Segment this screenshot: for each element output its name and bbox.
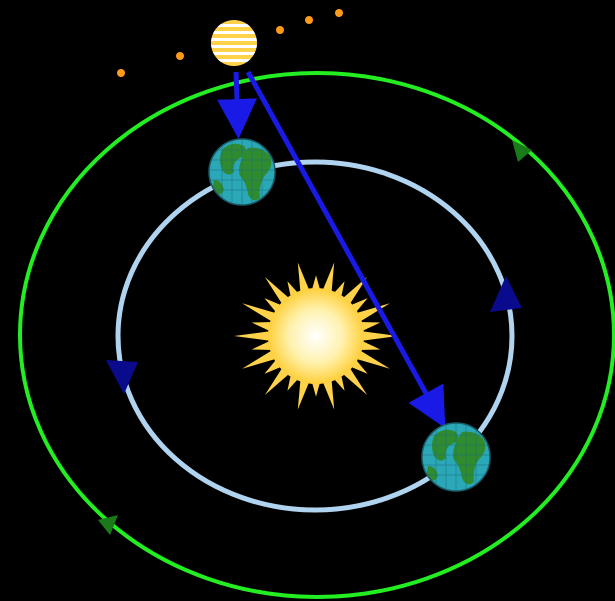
inner-orbit-arrow-left: [106, 360, 138, 394]
sight-line-short: [236, 72, 238, 124]
earth-icon: [209, 139, 275, 205]
trail-dot: [176, 52, 184, 60]
earth-icon: [422, 423, 490, 491]
inner-orbit-arrow-right: [490, 276, 522, 312]
trail-dot: [305, 16, 313, 24]
trail-dot: [335, 9, 343, 17]
planet-icon: [205, 20, 265, 66]
trail-dot: [276, 26, 284, 34]
sun-icon: [234, 263, 398, 410]
trail-dot: [117, 69, 125, 77]
